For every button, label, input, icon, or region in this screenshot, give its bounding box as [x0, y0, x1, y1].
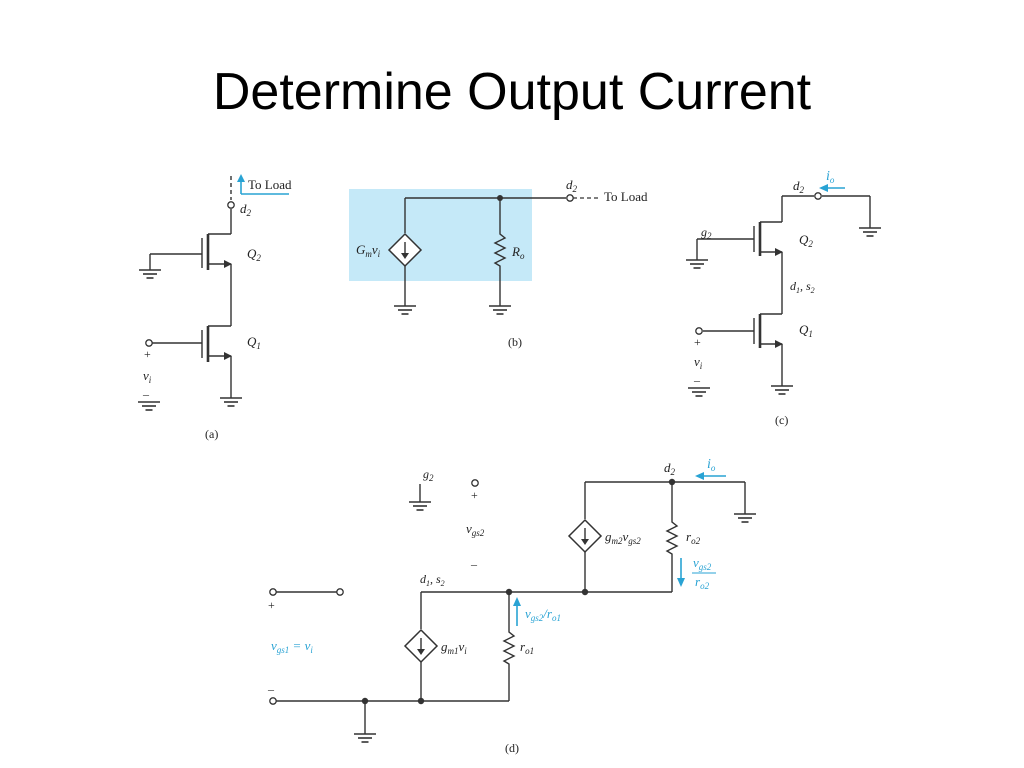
caption-c: (c) [775, 413, 788, 427]
q2-transistor-a [138, 209, 232, 279]
d2-terminal-c [814, 192, 822, 200]
d1s2-label-c: d1, s2 [790, 279, 815, 295]
slide-title: Determine Output Current [212, 63, 812, 121]
plus-label-c: + [694, 335, 701, 349]
d1s2-label-d: d1, s2 [420, 572, 445, 588]
d2-label-a: d2 [240, 201, 252, 218]
resistor-ro2-d [665, 482, 679, 592]
q2-transistor-c [685, 221, 783, 269]
io-arrow-d [695, 472, 726, 480]
to-load-label-b: To Load [604, 189, 648, 204]
d2-label-d: d2 [664, 460, 676, 477]
caption-d: (d) [505, 741, 519, 755]
vi-label-a: vi [143, 368, 152, 385]
ro2-label-d: ro2 [686, 529, 701, 546]
d2-terminal-b [566, 194, 574, 202]
current-source-gm2-d [568, 519, 602, 553]
minus-left-d: – [267, 682, 275, 696]
io-label-c: io [826, 169, 835, 185]
to-load-label-a: To Load [248, 177, 292, 192]
q1-label-c: Q1 [799, 322, 813, 339]
d2-label-c: d2 [793, 178, 805, 195]
vgs1-label-d: vgs1 = vi [271, 638, 313, 655]
gm2-label-d: gm2vgs2 [605, 529, 641, 546]
plus-left-d: + [268, 598, 275, 612]
resistor-ro-b [493, 198, 507, 306]
panel-b: d2 To Load Gmvi Ro (b) [349, 177, 648, 349]
highlight-box-b [349, 189, 532, 281]
ro1-current-arrow-d [513, 597, 521, 626]
gm-label-b: Gmvi [356, 242, 381, 259]
vgs2-label-d: vgs2 [466, 521, 485, 538]
vgs2-plus-terminal-d [471, 479, 479, 487]
panel-d: g2 + vgs2 – d2 io gm2vgs2 ro2 vgs2 ro2 [267, 457, 757, 755]
resistor-ro1-d [502, 592, 516, 701]
q1-transistor-c [695, 313, 794, 395]
to-load-arrow-a [237, 174, 289, 195]
minus-label-a: – [142, 387, 150, 401]
minus-label-c: – [693, 373, 701, 387]
minus-top-d: – [470, 557, 478, 571]
ro2-current-arrow-d [677, 558, 685, 587]
vi-label-c: vi [694, 354, 703, 371]
panel-a: To Load d2 Q2 Q1 + [137, 174, 292, 441]
vgs1-plus-terminal-right-d [336, 588, 344, 596]
q2-label-c: Q2 [799, 232, 813, 249]
g2-label-d: g2 [423, 467, 434, 483]
gm1-label-d: gm1vi [441, 639, 467, 656]
q1-transistor-a [145, 325, 243, 407]
io-arrow-c [819, 184, 845, 192]
ro-label-b: Ro [511, 244, 525, 261]
q2-label-a: Q2 [247, 246, 261, 263]
plus-top-d: + [471, 488, 478, 502]
vgs1-minus-terminal-d [269, 697, 277, 705]
panel-c: d2 io g2 Q2 d1, s2 [685, 169, 882, 427]
q1-label-a: Q1 [247, 334, 261, 351]
ro1-label-d: ro1 [520, 639, 534, 656]
d2-label-b: d2 [566, 177, 578, 194]
caption-a: (a) [205, 427, 218, 441]
d2-terminal-a [227, 201, 235, 209]
ratio-label-d: vgs2/ro1 [525, 606, 561, 623]
g2-label-c: g2 [701, 225, 712, 241]
plus-label-a: + [144, 347, 151, 361]
vgs1-plus-terminal-d [269, 588, 277, 596]
frac-num-d: vgs2 [693, 555, 712, 572]
io-label-d: io [707, 457, 716, 473]
caption-b: (b) [508, 335, 522, 349]
frac-den-d: ro2 [695, 574, 710, 591]
current-source-gm1-d [404, 629, 438, 663]
